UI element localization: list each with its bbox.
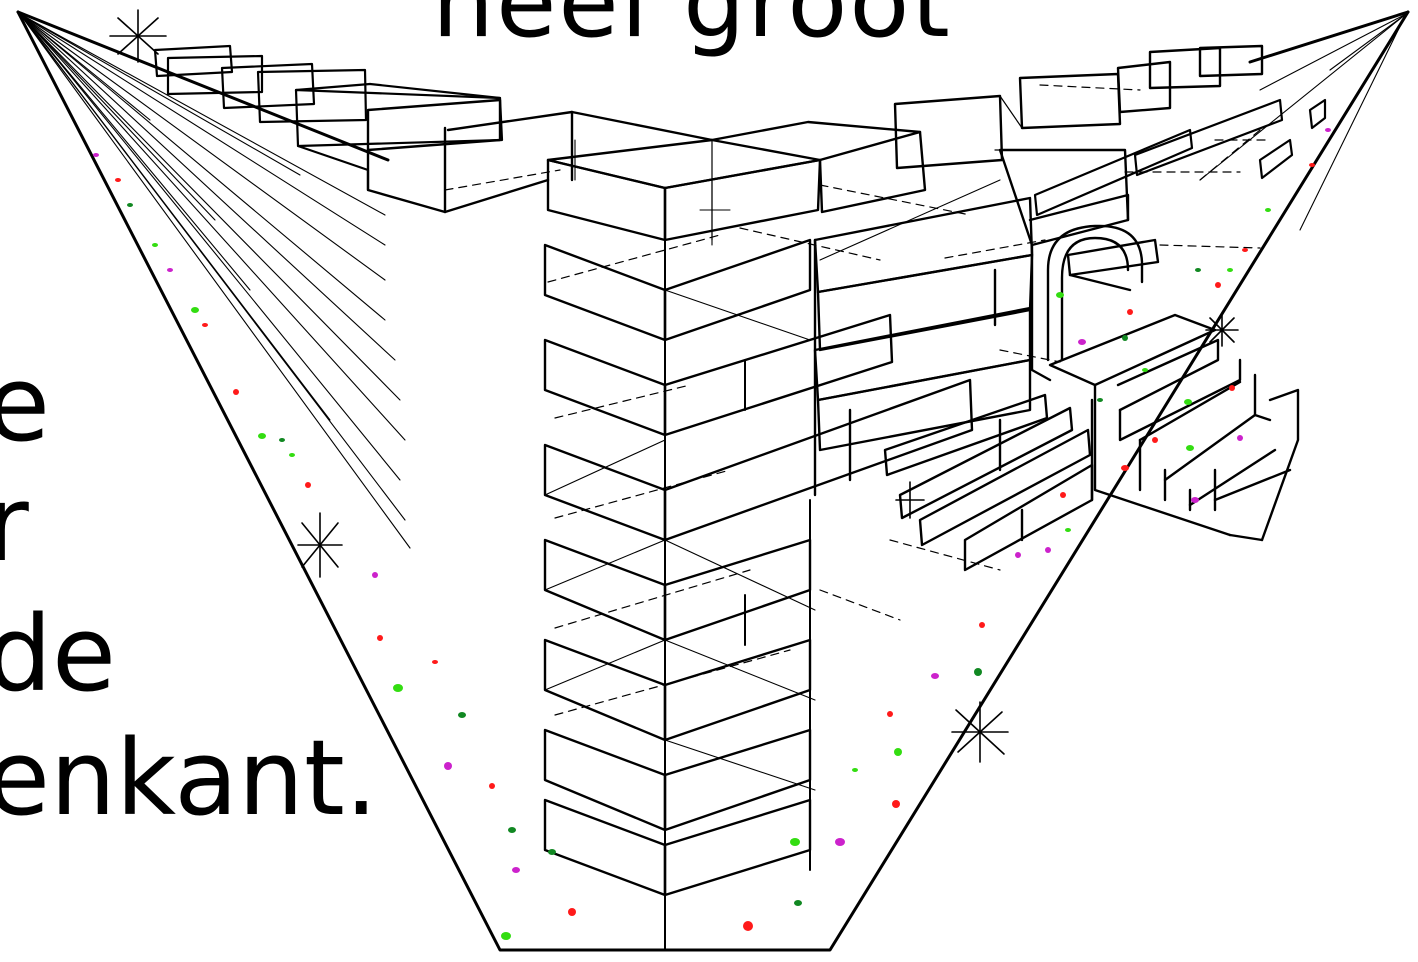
distant-buildings-left xyxy=(153,44,504,192)
hidden-lines xyxy=(444,84,1271,716)
side-text-line-4: enkant. xyxy=(0,717,378,839)
street-confetti-dots xyxy=(93,128,1331,940)
sparkle-marks xyxy=(109,9,1239,763)
side-text-line-3: de xyxy=(0,593,116,715)
title-text: heel groot xyxy=(432,0,952,60)
side-text-line-2: r xyxy=(0,463,29,585)
corner-tower xyxy=(543,238,974,951)
mid-buildings xyxy=(813,148,1160,572)
staircase xyxy=(1048,313,1300,542)
construction-lines xyxy=(544,139,1001,791)
side-text-line-1: e xyxy=(0,343,50,465)
perspective-guide-lines xyxy=(19,13,1407,549)
right-wall-details xyxy=(1033,98,1327,217)
